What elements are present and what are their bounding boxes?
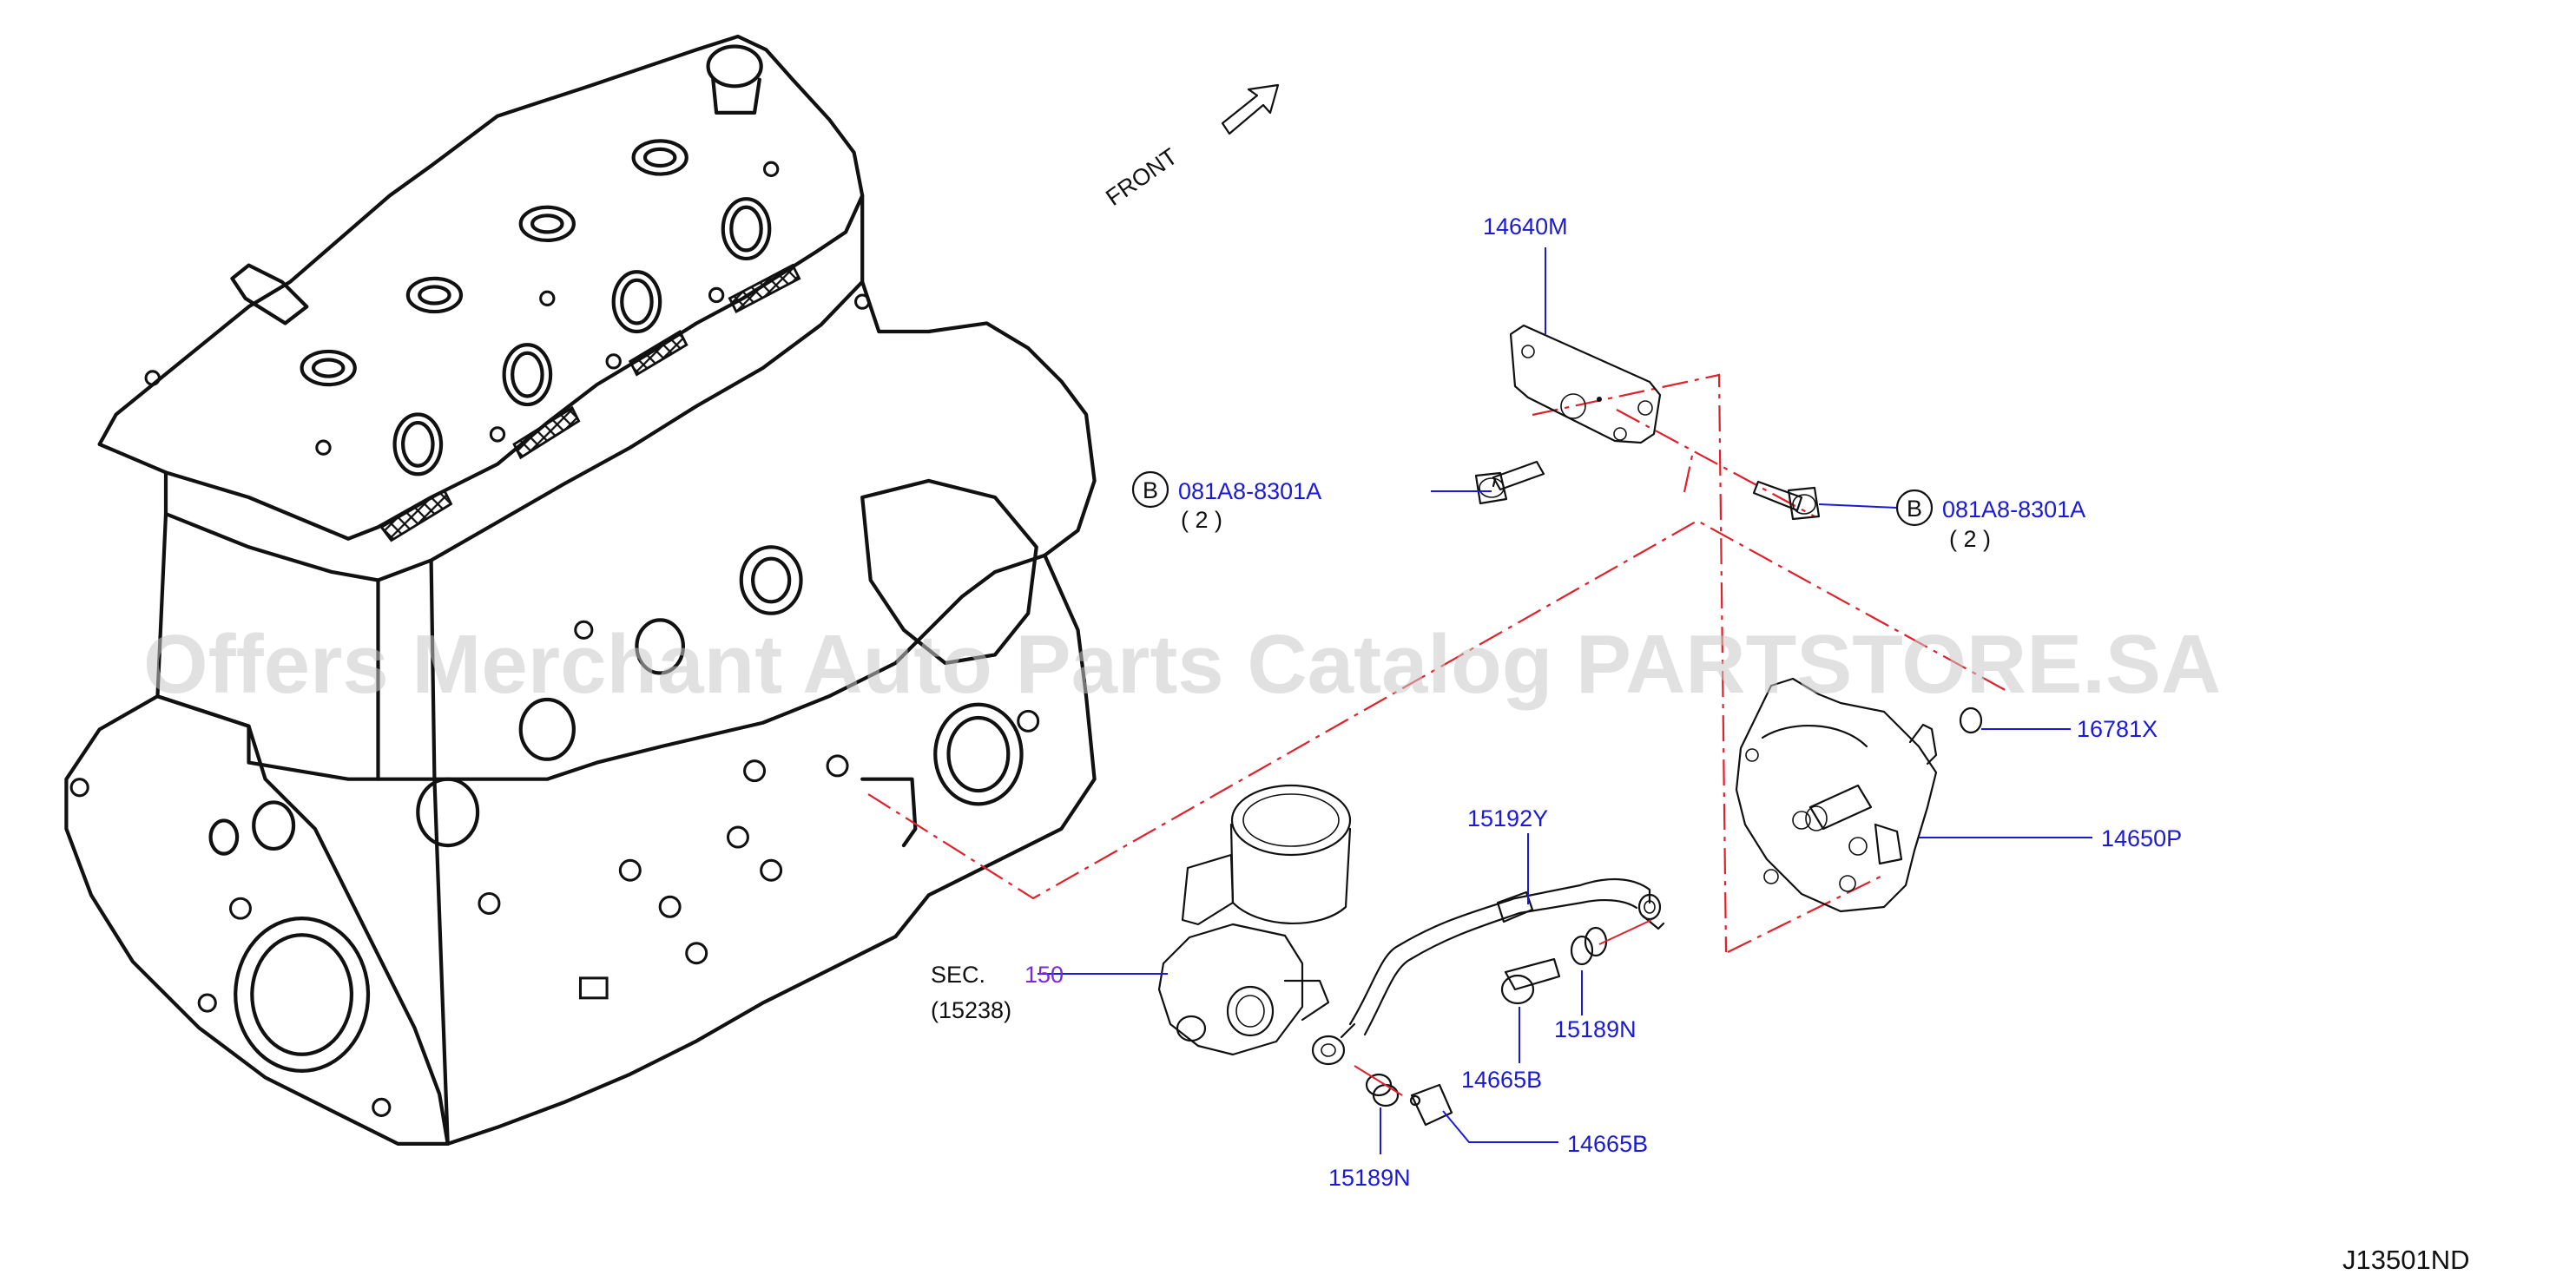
sec-number: 150 <box>1024 962 1064 988</box>
eye-bolt-right-part <box>1500 957 1561 1005</box>
b-badge-icon <box>1131 470 1169 509</box>
callout-section-150[interactable]: SEC. 150 (15238) <box>931 962 1064 1023</box>
front-label: FRONT <box>1101 143 1182 211</box>
label-14665b-right[interactable]: 14665B <box>1461 1067 1542 1093</box>
phantom-assembly-lines <box>867 373 2009 953</box>
label-081a8-8301a-right: 081A8-8301A <box>1942 496 2085 522</box>
bracket-part <box>1509 324 1662 444</box>
badge-letter-right: B <box>1907 496 1922 522</box>
oring-part <box>1959 706 1983 734</box>
badge-letter-left: B <box>1143 477 1158 503</box>
engine-block-illustration <box>64 34 1097 1147</box>
callout-bolt-right[interactable]: B 081A8-8301A ( 2 ) <box>1895 489 2085 552</box>
oil-hose-part <box>1311 878 1665 1066</box>
bolt-right <box>1752 480 1821 521</box>
label-16781x[interactable]: 16781X <box>2077 716 2158 742</box>
label-14665b-bottom[interactable]: 14665B <box>1567 1131 1648 1157</box>
bolt-left <box>1474 460 1545 505</box>
label-14650p[interactable]: 14650P <box>2101 825 2182 851</box>
b-badge-icon <box>1895 489 1934 527</box>
diagram-id: J13501ND <box>2342 1245 2469 1275</box>
eye-bolt-bottom-part <box>1409 1083 1453 1127</box>
washer-right-part <box>1570 926 1608 966</box>
sec-sub: (15238) <box>931 997 1011 1023</box>
watermark-text: Offers Merchant Auto Parts Catalog PARTS… <box>143 618 2221 711</box>
label-15189n-bottom[interactable]: 15189N <box>1328 1165 1411 1191</box>
leader-lines <box>1038 247 2092 1154</box>
oil-filter-assembly <box>1157 784 1352 1056</box>
label-081a8-8301a-left: 081A8-8301A <box>1178 478 1321 504</box>
label-14640m[interactable]: 14640M <box>1483 214 1568 240</box>
qty-right: ( 2 ) <box>1949 526 1991 552</box>
callout-bolt-left[interactable]: B 081A8-8301A ( 2 ) <box>1131 470 1321 533</box>
qty-left: ( 2 ) <box>1181 507 1222 533</box>
label-15192y[interactable]: 15192Y <box>1467 805 1548 831</box>
sec-prefix: SEC. <box>931 962 985 988</box>
label-15189n-right[interactable]: 15189N <box>1554 1016 1637 1042</box>
leader-red-fragments <box>1354 919 1652 1096</box>
vacuum-pump-part <box>1735 677 1938 913</box>
front-direction-indicator: FRONT <box>1101 83 1280 211</box>
